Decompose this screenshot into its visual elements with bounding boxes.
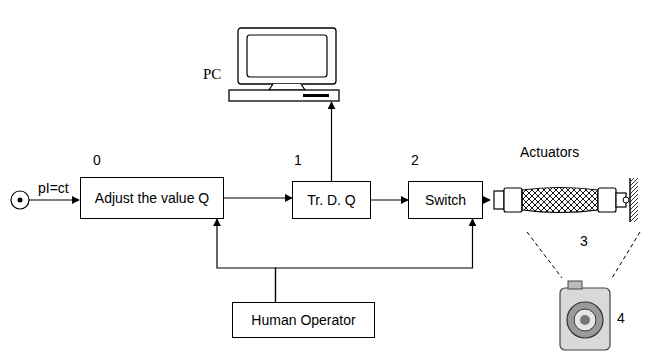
box-text: Switch [425,192,466,208]
connector-arrow [217,219,276,302]
connector-arrow [371,199,408,200]
connector-arrow [483,199,490,200]
actuator-group: Actuators [490,142,644,228]
end-fitting [504,188,522,212]
fixed-wall-hatch [630,178,638,222]
callout-number: 0 [93,153,101,168]
monitor-frame [238,28,336,84]
end-fitting [598,188,616,212]
camera-view-lines [527,232,640,278]
connector-arrow [276,219,473,302]
input-arrow [29,199,79,200]
drive-slot [303,94,329,97]
pressure-label: pI=ct [38,181,69,196]
switch-box: Switch [408,181,483,219]
box-text: Tr. D. Q [307,192,355,208]
monitor-icon [203,26,341,102]
callout-number: 2 [411,153,419,168]
monitor-screen [247,35,327,77]
camera-icon [560,281,610,350]
pin-joint [623,197,629,203]
computer-base [229,90,339,101]
view-line [612,232,640,278]
callout-number: 3 [580,234,588,249]
device-label: PC [203,66,221,83]
camera-top [568,281,582,289]
callout-number: 1 [294,153,302,168]
camera-body [560,288,610,350]
box-text: Adjust the value Q [95,190,209,206]
process-box: Tr. D. Q [292,181,371,219]
fixed-wall [629,178,630,222]
camera-lens-core [580,315,590,325]
pc-computer: PC [203,26,341,102]
connector-arrow [331,102,332,181]
monitor-stand [269,84,305,90]
source-circle [11,191,29,209]
end-fitting [494,191,504,209]
braided-muscle [522,188,598,213]
callout-number: 4 [617,311,625,326]
camera-lens-inner [574,309,596,331]
source-dot [18,198,23,203]
process-box: Adjust the value Q [80,177,224,219]
operator-box: Human Operator [232,302,375,338]
connector-arrow [224,197,292,198]
box-text: Human Operator [251,312,355,328]
view-line [527,232,562,278]
device-label: Actuators [520,144,579,160]
camera-lens [567,302,603,338]
